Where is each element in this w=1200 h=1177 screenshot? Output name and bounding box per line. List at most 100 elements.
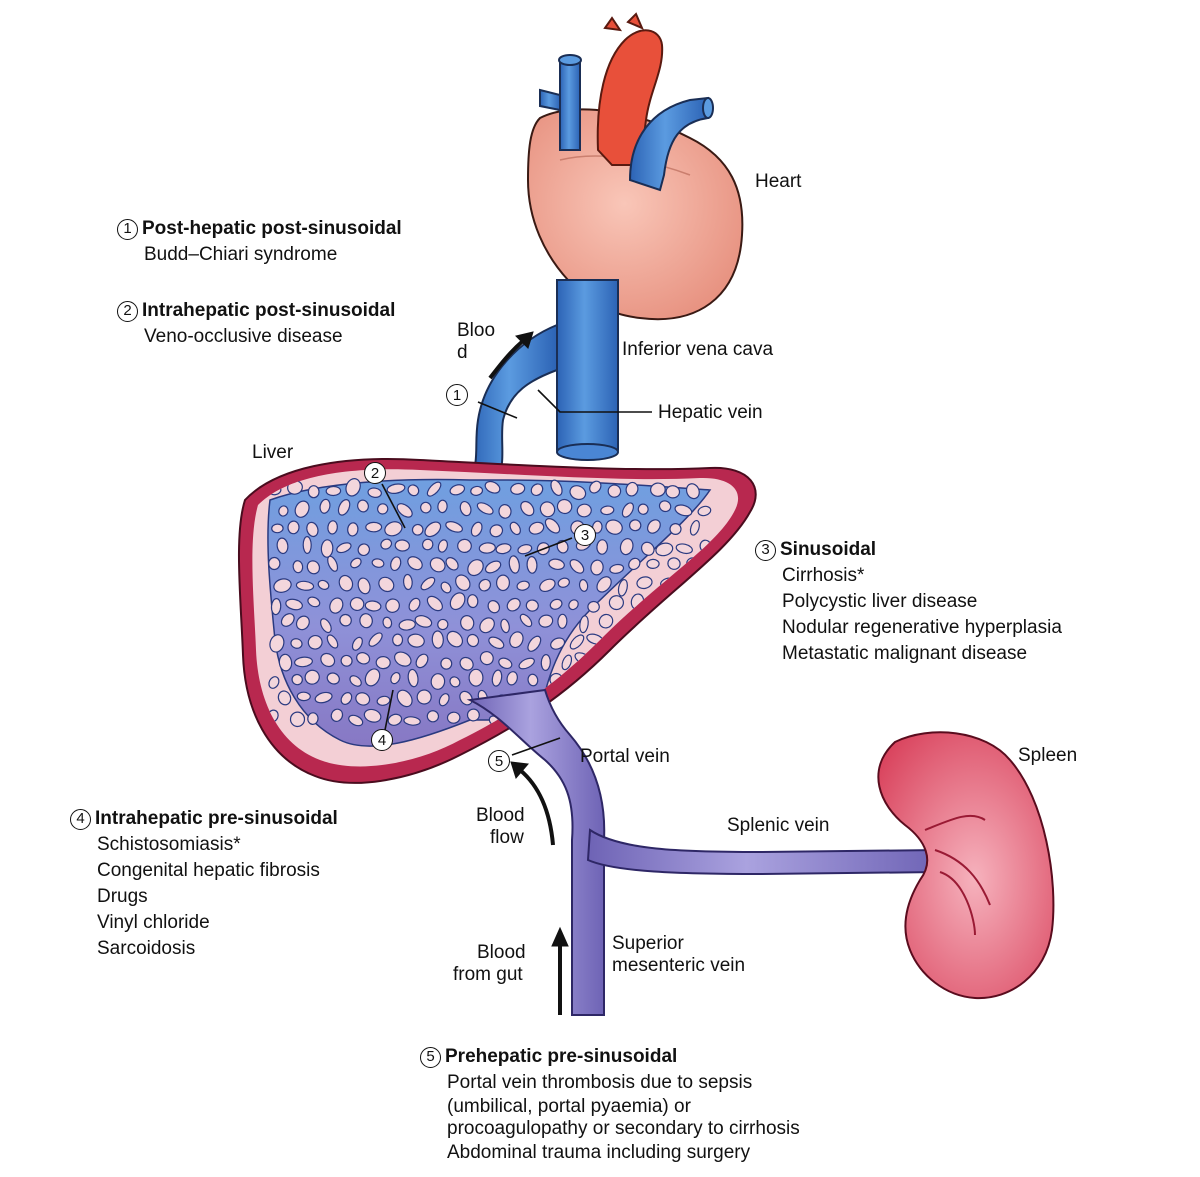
sinusoid-lobule <box>411 523 424 536</box>
sinusoid-lobule <box>658 694 672 710</box>
sinusoid-lobule <box>695 693 711 706</box>
sinusoid-lobule <box>437 539 449 553</box>
sinusoid-lobule <box>688 673 700 692</box>
sinusoid-lobule <box>285 598 303 611</box>
sinusoid-lobule <box>488 636 505 650</box>
sinusoid-lobule <box>667 557 681 570</box>
sinusoid-lobule <box>364 600 382 612</box>
sinusoid-lobule <box>319 498 331 514</box>
category-1-title: Post-hepatic post-sinusoidal <box>142 218 402 239</box>
sinusoid-lobule <box>549 598 563 610</box>
sinusoid-lobule <box>478 578 492 592</box>
sinusoid-lobule <box>426 481 442 497</box>
sinusoid-lobule <box>530 483 544 497</box>
sinusoid-lobule <box>538 614 554 628</box>
sinusoid-lobule <box>605 519 623 535</box>
sinusoid-lobule <box>421 538 434 551</box>
sinusoid-lobule <box>437 499 448 514</box>
sinusoid-lobule <box>646 558 660 570</box>
sinusoid-lobule <box>617 692 632 706</box>
sinusoid-lobule <box>544 518 561 534</box>
sinusoid-lobule <box>606 711 625 726</box>
category-4-item: Schistosomiasis* <box>97 834 241 855</box>
sinusoid-lobule <box>619 538 634 556</box>
sinusoid-lobule <box>667 634 679 646</box>
sinusoid-lobule <box>617 579 628 597</box>
sinusoid-lobule <box>337 499 351 516</box>
category-2-title: Intrahepatic post-sinusoidal <box>142 300 396 321</box>
label-splenic-vein: Splenic vein <box>727 815 830 836</box>
sinusoid-lobule <box>608 595 624 611</box>
sinusoid-lobule <box>359 613 373 629</box>
sinusoid-lobule <box>556 498 573 515</box>
label-blood-top-2: d <box>457 342 468 363</box>
sinusoid-lobule <box>357 577 371 595</box>
sinusoid-lobule <box>385 598 400 613</box>
category-4-number: 4 <box>70 808 91 830</box>
sinusoid-lobule <box>491 669 503 687</box>
sinusoid-lobule <box>498 504 512 519</box>
sinusoid-lobule <box>596 539 609 555</box>
category-5-number: 5 <box>420 1046 441 1068</box>
sinusoid-lobule <box>557 577 570 588</box>
category-3-item: Metastatic malignant disease <box>782 643 1028 664</box>
sinusoid-lobule <box>459 500 472 517</box>
sinusoid-lobule <box>338 574 354 592</box>
sinusoid-lobule <box>674 504 693 517</box>
sinusoid-lobule <box>420 576 436 591</box>
sinusoid-lobule <box>437 618 449 631</box>
sinusoid-lobule <box>349 675 362 687</box>
sinusoid-lobule <box>302 536 312 554</box>
sinusoid-lobule <box>468 668 484 687</box>
sinusoid-lobule <box>455 574 471 591</box>
sinusoid-lobule <box>449 592 466 611</box>
sinusoid-lobule <box>623 712 642 727</box>
sinusoid-lobule <box>277 690 292 706</box>
sinusoid-lobule <box>420 501 432 514</box>
sinusoid-lobule <box>679 691 695 704</box>
sinusoid-lobule <box>278 653 293 672</box>
sinusoid-lobule <box>655 542 674 557</box>
sinusoid-lobule <box>467 559 484 577</box>
sinusoid-lobule <box>445 521 463 533</box>
sinusoid-lobule <box>527 673 539 687</box>
sinusoid-lobule <box>287 520 300 535</box>
sinusoid-lobule <box>327 555 339 572</box>
sinusoid-lobule <box>609 673 623 688</box>
sinusoid-lobule <box>365 521 383 533</box>
sinusoid-lobule <box>637 693 648 710</box>
sinusoid-lobule <box>364 668 381 687</box>
sinusoid-lobule <box>367 487 382 498</box>
category-4-item: Vinyl chloride <box>97 912 210 933</box>
category-2-number: 2 <box>117 300 138 322</box>
sinusoid-lobule <box>569 710 581 730</box>
sinusoid-lobule <box>348 714 364 727</box>
category-5-item: Portal vein thrombosis due to sepsis <box>447 1072 753 1093</box>
sinusoid-lobule <box>649 638 661 651</box>
sinusoid-lobule <box>380 538 393 550</box>
callout-1: 1 <box>446 384 468 406</box>
sinusoid-lobule <box>590 673 602 686</box>
sinusoid-lobule <box>640 541 655 556</box>
sinusoid-lobule <box>357 499 369 513</box>
sinusoid-lobule <box>548 558 565 571</box>
sinusoid-lobule <box>569 634 585 650</box>
sinusoid-lobule <box>449 484 466 496</box>
sinusoid-lobule <box>489 524 504 538</box>
sinusoid-lobule <box>479 617 495 634</box>
sinusoid-lobule <box>460 615 475 631</box>
sinusoid-lobule <box>375 655 391 670</box>
sinusoid-lobule <box>689 519 700 536</box>
sinusoid-lobule <box>557 613 568 629</box>
sinusoid-lobule <box>320 652 336 668</box>
heart <box>526 12 744 321</box>
sinusoid-lobule <box>327 520 338 535</box>
sinusoid-lobule <box>520 500 535 517</box>
sinusoid-lobule <box>306 521 319 538</box>
sinusoid-lobule <box>390 671 401 685</box>
sinusoid-lobule <box>588 710 601 723</box>
